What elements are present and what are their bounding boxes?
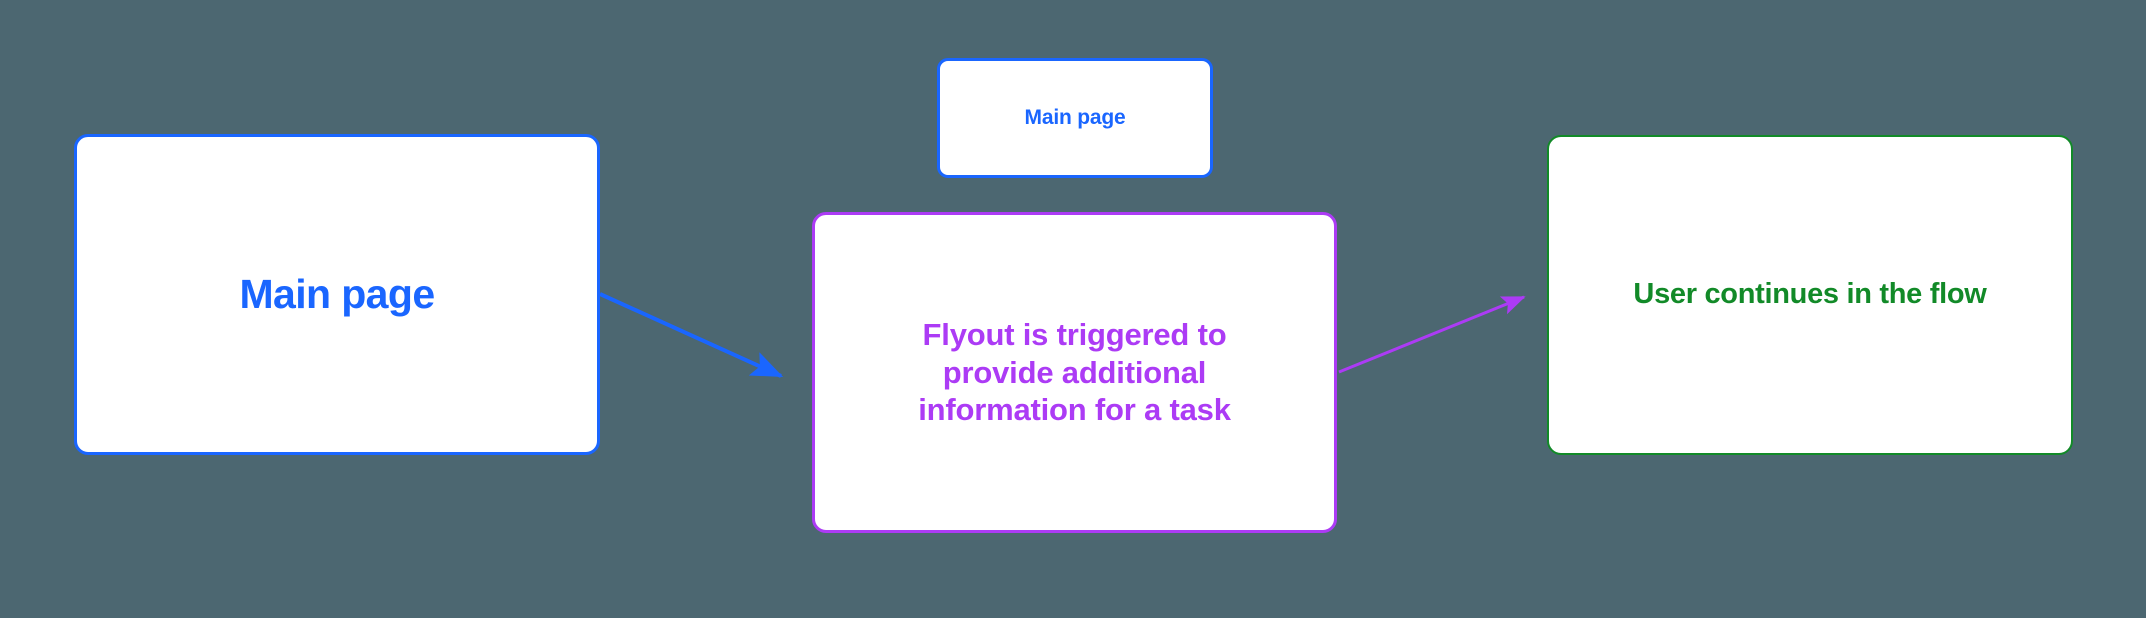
node-main-page-label: Main page [239, 271, 435, 318]
connector-flyout-to-user-continues [1338, 295, 1526, 374]
node-user-continues[interactable]: User continues in the flow [1547, 135, 2073, 455]
node-main-page-card[interactable]: Main page [937, 58, 1213, 178]
node-main-page[interactable]: Main page [74, 134, 600, 455]
node-flyout-label: Flyout is triggered to provide additiona… [918, 316, 1231, 428]
connector-main-page-to-flyout [599, 292, 784, 378]
node-main-page-card-label: Main page [1024, 106, 1126, 130]
node-user-continues-label: User continues in the flow [1633, 278, 1987, 311]
node-flyout[interactable]: Flyout is triggered to provide additiona… [812, 212, 1337, 533]
